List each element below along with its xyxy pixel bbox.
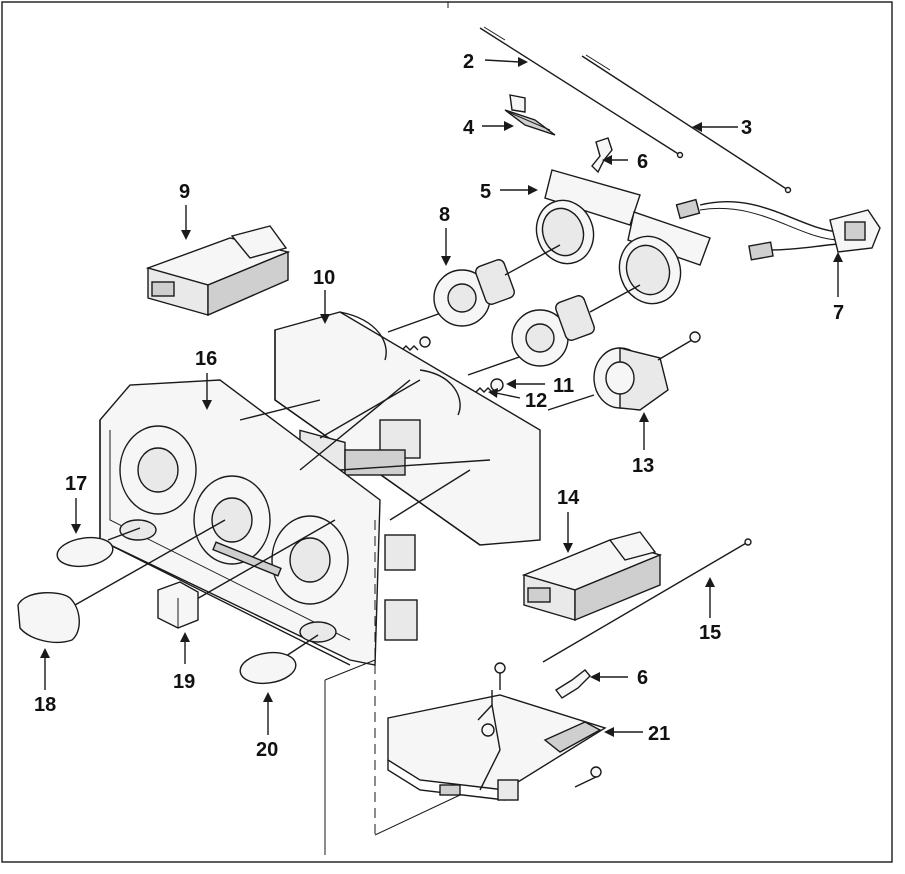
callout-20: 20 xyxy=(256,739,279,761)
part-3-cable xyxy=(581,54,792,194)
guide-lines xyxy=(74,379,471,855)
part-15-cable xyxy=(542,538,752,663)
callout-9: 9 xyxy=(179,181,191,203)
part-20-knob-cap xyxy=(239,651,297,685)
callout-16: 16 xyxy=(195,348,218,370)
callout-7: 7 xyxy=(833,302,845,324)
callout-15: 15 xyxy=(699,622,722,644)
callout-18: 18 xyxy=(34,694,57,716)
parts-11-12-spring-ball xyxy=(401,336,504,393)
part-5-dials xyxy=(535,169,711,305)
callout-8: 8 xyxy=(439,204,451,226)
callout-12: 12 xyxy=(525,390,548,412)
part-6-clip-top xyxy=(591,137,613,174)
callout-10: 10 xyxy=(313,267,336,289)
callout-5: 5 xyxy=(480,181,492,203)
part-14-switch xyxy=(521,531,663,622)
part-9-switch xyxy=(145,225,291,317)
part-2-cable xyxy=(479,26,684,159)
callout-6-top: 6 xyxy=(637,151,649,173)
part-19-insert xyxy=(157,581,199,629)
callout-11: 11 xyxy=(553,375,575,397)
part-7-harness xyxy=(675,198,881,261)
part-8-rotaries xyxy=(387,244,641,376)
callout-19: 19 xyxy=(173,671,196,693)
part-16-front-panel xyxy=(99,379,418,666)
part-13-motor xyxy=(547,331,701,411)
callout-4: 4 xyxy=(463,117,475,139)
callout-14: 14 xyxy=(557,487,580,509)
part-18-knob xyxy=(17,591,80,644)
part-21-bracket xyxy=(387,662,607,801)
callout-3: 3 xyxy=(741,117,753,139)
part-6-clip-bottom xyxy=(554,669,591,699)
callout-21: 21 xyxy=(648,723,671,745)
callout-2: 2 xyxy=(463,51,475,73)
leader-lines xyxy=(40,57,843,737)
part-17-knob-cap xyxy=(56,536,114,568)
callout-6-bottom: 6 xyxy=(637,667,649,689)
callout-13: 13 xyxy=(632,455,655,477)
part-4-clip xyxy=(504,94,556,136)
callout-17: 17 xyxy=(65,473,88,495)
frame-border xyxy=(1,1,893,863)
